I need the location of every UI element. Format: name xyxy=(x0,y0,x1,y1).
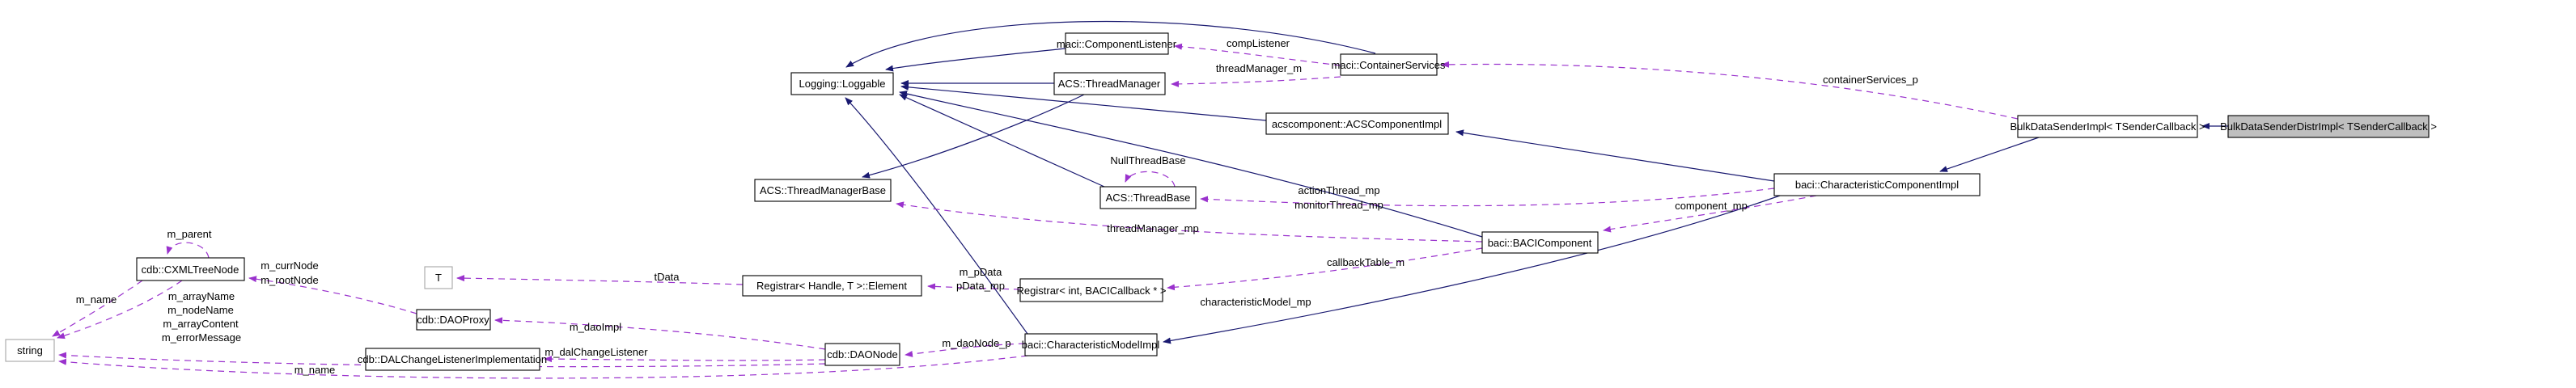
edge-label-containerservices-p: containerServices_p xyxy=(1823,74,1918,86)
node-maci-containerservices[interactable]: maci::ContainerServices xyxy=(1332,53,1446,76)
edge-callbacktable-m xyxy=(1167,247,1483,291)
edge-label-characteristicmodel-mp: characteristicModel_mp xyxy=(1200,296,1311,308)
edge-label-actionthread-mp: actionThread_mp xyxy=(1298,184,1379,196)
edge-threadmanager-to-threadmanagerbase xyxy=(862,94,1085,179)
edge-tdata xyxy=(456,275,744,285)
node-cdb-daoproxy[interactable]: cdb::DAOProxy xyxy=(416,309,491,331)
node-label: cdb::DAONode xyxy=(827,348,897,361)
edge-label-marrayname: m_arrayName xyxy=(168,290,235,302)
edge-label-mpdata: m_pData xyxy=(960,266,1003,278)
node-label: BulkDataSenderImpl< TSenderCallback > xyxy=(2010,120,2205,133)
node-baci-characteristicmodelimpl[interactable]: baci::CharacteristicModelImpl xyxy=(1022,333,1160,356)
node-label: ACS::ThreadManager xyxy=(1058,78,1161,90)
edge-mdaoimpl xyxy=(494,317,826,350)
node-label: ACS::ThreadBase xyxy=(1106,192,1191,204)
edge-label-mdalchangelistener: m_dalChangeListener xyxy=(544,346,648,358)
edge-mcurrnode-mrootnode xyxy=(248,276,417,314)
node-label: maci::ContainerServices xyxy=(1332,59,1446,71)
node-label: cdb::DALChangeListenerImplementation xyxy=(358,353,547,365)
node-cdb-dalchangelistenerimplementation[interactable]: cdb::DALChangeListenerImplementation xyxy=(358,348,547,371)
node-bulkdatasenderimpl[interactable]: BulkDataSenderImpl< TSenderCallback > xyxy=(2010,115,2205,138)
node-cdb-daonode[interactable]: cdb::DAONode xyxy=(824,343,900,366)
edge-label-mdaoimpl: m_daoImpl xyxy=(570,321,621,333)
usage-edges xyxy=(52,43,2019,379)
edge-marrayname-block xyxy=(57,280,183,340)
edge-nullthreadbase-selfloop xyxy=(1125,171,1176,188)
edge-charmodelimpl-to-loggable xyxy=(845,97,1028,335)
edge-label-mnodename: m_nodeName xyxy=(167,304,234,316)
node-label: maci::ComponentListener xyxy=(1057,38,1177,50)
edge-label-callbacktable-m: callbackTable_m xyxy=(1327,256,1405,268)
edge-threadmanager-mp xyxy=(896,201,1483,242)
edge-label-mdaonode-p: m_daoNode_p xyxy=(942,337,1010,349)
edge-label-merrormessage: m_errorMessage xyxy=(162,331,241,344)
node-label: string xyxy=(17,344,43,356)
edge-label-threadmanager-m: threadManager_m xyxy=(1216,62,1302,74)
edge-label-tdata: tData xyxy=(654,271,680,283)
edge-charcomponentimpl-to-acscomponentimpl xyxy=(1455,129,1775,182)
edge-label-mrootnode: m_rootNode xyxy=(261,274,319,286)
node-label: BulkDataSenderDistrImpl< TSenderCallback… xyxy=(2220,120,2437,133)
node-label: baci::BACIComponent xyxy=(1488,237,1592,249)
nodes: maci::ComponentListener maci::ContainerS… xyxy=(5,32,2437,371)
node-label: baci::CharacteristicComponentImpl xyxy=(1795,179,1959,191)
node-label: cdb::DAOProxy xyxy=(417,314,489,326)
node-maci-componentlistener[interactable]: maci::ComponentListener xyxy=(1057,32,1177,55)
edge-label-component-mp: component_mp xyxy=(1675,200,1748,212)
edge-label-monitorthread-mp: monitorThread_mp xyxy=(1294,199,1383,211)
inheritance-edges xyxy=(845,20,2228,344)
node-acs-threadmanager[interactable]: ACS::ThreadManager xyxy=(1053,72,1166,95)
node-acs-threadmanagerbase[interactable]: ACS::ThreadManagerBase xyxy=(754,179,892,202)
edge-containerservices-p xyxy=(1441,61,2019,120)
node-label: baci::CharacteristicModelImpl xyxy=(1022,339,1160,351)
edge-charmodelimpl-to-string xyxy=(58,355,1028,379)
node-t-template[interactable]: T xyxy=(424,266,453,289)
edge-threadmanager-m xyxy=(1171,76,1341,87)
node-label: Registrar< Handle, T >::Element xyxy=(756,280,907,292)
node-baci-bacicomponent[interactable]: baci::BACIComponent xyxy=(1481,231,1599,254)
edge-componentlistener-to-loggable xyxy=(885,48,1066,72)
edge-mdaonode-p xyxy=(905,343,1026,357)
node-label: acscomponent::ACSComponentImpl xyxy=(1272,118,1442,130)
node-label: Registrar< int, BACICallback * > xyxy=(1017,285,1167,297)
node-registrar-int-bacicallback[interactable]: Registrar< int, BACICallback * > xyxy=(1017,278,1167,302)
edge-containerservices-to-loggable xyxy=(845,20,1376,68)
edge-actionthread-monitorthread xyxy=(1200,188,1775,207)
node-label: T xyxy=(435,272,442,284)
edge-label-marraycontent: m_arrayContent xyxy=(163,318,239,330)
edge-acscomponentimpl-to-loggable xyxy=(900,83,1267,121)
edge-label-threadmanager-mp: threadManager_mp xyxy=(1107,222,1198,234)
node-acs-threadbase[interactable]: ACS::ThreadBase xyxy=(1099,186,1197,209)
node-logging-loggable[interactable]: Logging::Loggable xyxy=(790,72,894,95)
edge-threadbase-to-loggable xyxy=(899,94,1105,188)
edge-mparent-selfloop xyxy=(166,242,210,259)
edge-label-mparent: m_parent xyxy=(167,228,212,240)
node-cdb-cxmltreenode[interactable]: cdb::CXMLTreeNode xyxy=(136,257,245,281)
node-acscomponent-acscomponentimpl[interactable]: acscomponent::ACSComponentImpl xyxy=(1265,112,1449,135)
node-label: Logging::Loggable xyxy=(799,78,886,90)
node-label: cdb::CXMLTreeNode xyxy=(142,264,239,276)
edge-charcomponentimpl-to-charmodelimpl xyxy=(1163,195,1781,344)
edge-label-nullthreadbase: NullThreadBase xyxy=(1110,154,1185,167)
edge-impl-to-charcomponentimpl xyxy=(1939,137,2040,172)
edge-mname-upper xyxy=(52,280,143,337)
node-string[interactable]: string xyxy=(5,339,55,362)
edge-bacicomponent-to-loggable xyxy=(899,91,1483,238)
edge-label-mname-lower: m_name xyxy=(294,364,336,376)
edge-labels: compListener threadManager_m containerSe… xyxy=(76,37,1918,376)
node-bulkdatasenderdistrimpl[interactable]: BulkDataSenderDistrImpl< TSenderCallback… xyxy=(2220,115,2437,138)
edge-label-mname-upper: m_name xyxy=(76,293,117,306)
edge-label-pdata-mp: pData_mp xyxy=(956,280,1005,292)
edge-mpdata-pdata-mp xyxy=(927,283,1021,290)
node-label: ACS::ThreadManagerBase xyxy=(760,184,886,196)
node-baci-characteristiccomponentimpl[interactable]: baci::CharacteristicComponentImpl xyxy=(1773,173,1981,196)
edge-mdalchangelistener xyxy=(544,356,826,363)
edge-component-mp xyxy=(1603,195,1817,233)
node-registrar-element[interactable]: Registrar< Handle, T >::Element xyxy=(742,275,922,297)
edge-complistener xyxy=(1174,43,1341,66)
edge-label-complistener: compListener xyxy=(1227,37,1290,49)
edge-label-mcurrnode: m_currNode xyxy=(261,259,319,272)
